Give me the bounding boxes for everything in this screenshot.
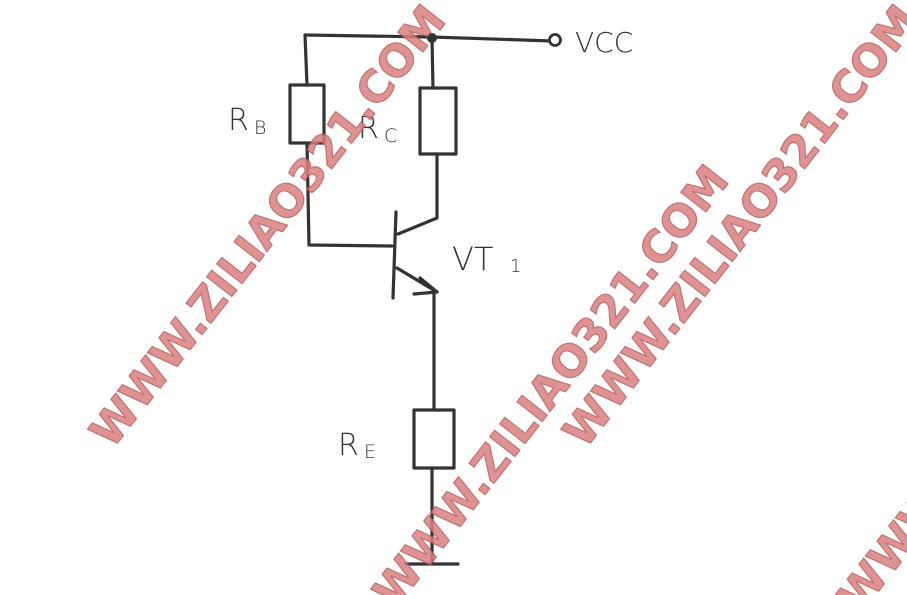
watermark-bottom-right: WWW.ZILIAO321.COM [828, 161, 907, 595]
rb-top-wire [303, 33, 309, 87]
rb-label-sub: B [254, 117, 266, 139]
re-label-main: R [338, 428, 359, 463]
rc-bottom-wire [396, 152, 439, 236]
transistor-label-main: VT [452, 240, 493, 278]
transistor-base-bar [391, 210, 398, 300]
watermark-left: WWW.ZILIAO321.COM [80, 0, 456, 457]
re-resistor [412, 408, 456, 470]
rc-resistor [418, 86, 458, 156]
vcc-label: VCC [575, 26, 633, 59]
transistor-label-sub: 1 [510, 256, 521, 277]
rb-bottom-wire [305, 141, 394, 248]
re-label-sub: E [364, 441, 376, 463]
rb-label-main: R [228, 103, 249, 138]
watermark-right: WWW.ZILIAO321.COM [553, 0, 907, 457]
rc-label-sub: C [384, 125, 397, 147]
rc-top-wire [430, 36, 435, 90]
watermark-bottom-center: WWW.ZILIAO321.COM [363, 156, 739, 595]
rc-label-main: R [358, 111, 379, 146]
emitter-arrow [412, 276, 439, 296]
vcc-terminal [548, 33, 562, 47]
